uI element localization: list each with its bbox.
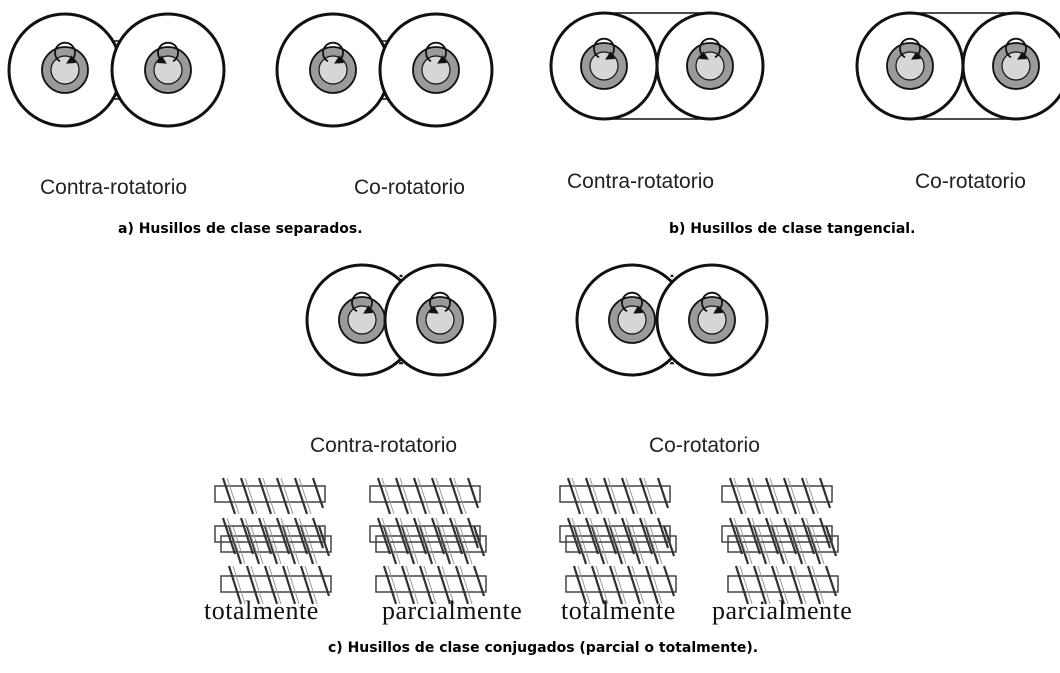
screw-label-3: totalmente bbox=[561, 596, 676, 625]
pair-c-co-right-rotor bbox=[655, 263, 769, 377]
pair-a-co-right-rotor bbox=[378, 12, 494, 128]
pair-a-co-left-rotor-core bbox=[318, 55, 348, 85]
pair-a-contra-left-rotor-rotation-arrow bbox=[54, 41, 77, 64]
pair-a-contra-right-rotor bbox=[110, 12, 226, 128]
pair-c-contra-left-rotor-rotation-arrow bbox=[351, 291, 374, 314]
pair-b-contra-left-rotor-core bbox=[589, 51, 619, 81]
pair-c-co-right-rotor-rotation-arrow bbox=[701, 291, 724, 314]
caption-a: a) Husillos de clase separados. bbox=[118, 221, 363, 237]
pair-b-contra-right-rotor-core bbox=[695, 51, 725, 81]
pair-b-contra-left-rotor-rotation-arrow bbox=[593, 37, 616, 60]
pair-b-contra-right-rotor bbox=[655, 11, 765, 121]
pair-a-co-right-rotor-rotation-arrow bbox=[425, 41, 448, 64]
label-a-contra: Contra-rotatorio bbox=[40, 176, 188, 199]
pair-c-co-right-rotor-core bbox=[697, 305, 727, 335]
screw-pair-4-bottom bbox=[720, 516, 840, 606]
pair-b-contra bbox=[604, 12, 710, 120]
pair-a-co-left-rotor bbox=[275, 12, 391, 128]
screw-label-1: totalmente bbox=[204, 596, 319, 625]
pair-a-co-left-rotor-rotation-arrow bbox=[322, 41, 345, 64]
label-b-co: Co-rotatorio bbox=[915, 170, 1026, 193]
pair-c-contra-right-rotor bbox=[383, 263, 497, 377]
pair-b-co-right-rotor-rotation-arrow bbox=[1005, 37, 1028, 60]
label-a-co: Co-rotatorio bbox=[354, 176, 465, 199]
pair-c-contra-left-rotor-core bbox=[347, 305, 377, 335]
pair-b-co-right-rotor bbox=[961, 11, 1060, 121]
pair-b-co-left-rotor-rotation-arrow bbox=[899, 37, 922, 60]
pair-b-co-left-rotor bbox=[855, 11, 965, 121]
screw-illustration-3 bbox=[558, 476, 678, 606]
caption-c: c) Husillos de clase conjugados (parcial… bbox=[328, 640, 759, 656]
label-c-contra: Contra-rotatorio bbox=[310, 434, 458, 457]
pair-c-co-left-rotor bbox=[575, 263, 689, 377]
label-c-co: Co-rotatorio bbox=[649, 434, 760, 457]
screw-pair-1-bottom bbox=[213, 516, 333, 606]
pair-c-contra-right-rotor-core bbox=[425, 305, 455, 335]
pair-b-co-left-rotor-core bbox=[895, 51, 925, 81]
pair-a-co-right-rotor-core bbox=[421, 55, 451, 85]
pair-b-contra-left-rotor bbox=[549, 11, 659, 121]
pair-a-contra-left-rotor bbox=[7, 12, 123, 128]
pair-b-co bbox=[910, 12, 1016, 120]
pair-a-contra-right-rotor-rotation-arrow bbox=[156, 41, 179, 64]
screw-label-2: parcialmente bbox=[382, 596, 523, 625]
pair-b-co-right-rotor-core bbox=[1001, 51, 1031, 81]
screw-illustration-2 bbox=[368, 476, 488, 606]
screw-pair-3-bottom bbox=[558, 516, 678, 606]
pair-c-co-left-rotor-core bbox=[617, 305, 647, 335]
pair-c-contra-right-rotor-rotation-arrow bbox=[428, 291, 451, 314]
screw-label-4: parcialmente bbox=[712, 596, 853, 625]
caption-b: b) Husillos de clase tangencial. bbox=[669, 221, 916, 237]
screw-pair-2-bottom bbox=[368, 516, 488, 606]
pair-c-contra-left-rotor bbox=[305, 263, 419, 377]
pair-b-contra-right-rotor-rotation-arrow bbox=[698, 37, 721, 60]
label-b-contra: Contra-rotatorio bbox=[567, 170, 715, 193]
pair-a-contra-left-rotor-core bbox=[50, 55, 80, 85]
pair-c-co-left-rotor-rotation-arrow bbox=[621, 291, 644, 314]
pair-a-contra-right-rotor-core bbox=[153, 55, 183, 85]
screw-illustration-4 bbox=[720, 476, 840, 606]
screw-illustration-1 bbox=[213, 476, 333, 606]
